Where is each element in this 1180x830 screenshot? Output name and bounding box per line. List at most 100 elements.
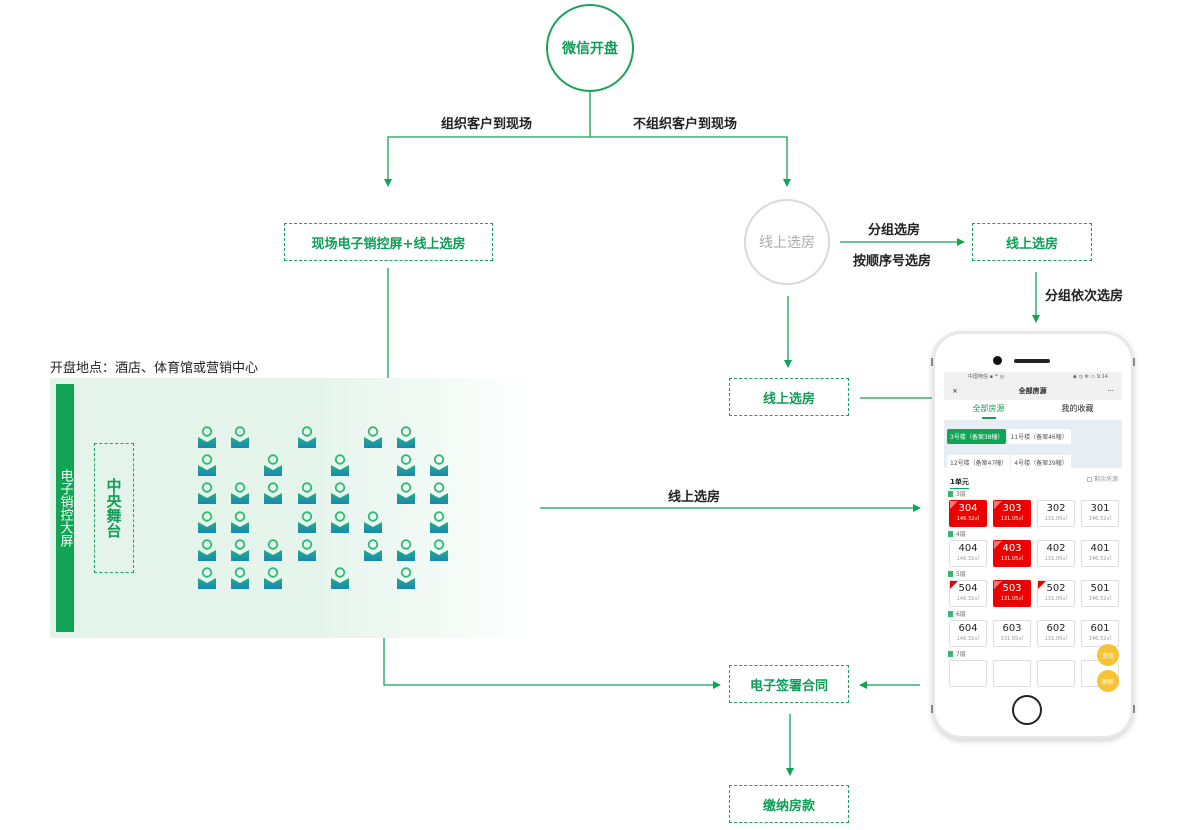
room-area: 131.05㎡ <box>1044 516 1068 522</box>
room-cell[interactable] <box>993 660 1031 687</box>
group-seq-label: 分组依次选房 <box>1045 289 1124 304</box>
phone-camera-icon <box>993 356 1002 365</box>
status-left: 中国电信 ▪ ᵃˡˡ ◎ <box>968 374 1005 380</box>
room-number: 501 <box>1090 583 1110 594</box>
attendee-icon <box>298 539 316 561</box>
tab-bar: 全部房源 我的收藏 <box>944 400 1122 420</box>
floor-label: 6层 <box>944 610 1122 619</box>
tag-corner-icon <box>950 581 958 589</box>
tab-my-favorites[interactable]: 我的收藏 <box>1061 404 1094 413</box>
e-contract-label: 电子签署合同 <box>749 678 828 694</box>
room-area: 131.05㎡ <box>1000 596 1024 602</box>
app-title: 全部房源 <box>1018 386 1047 395</box>
attendee-icon <box>198 482 216 504</box>
room-cell[interactable] <box>949 660 987 687</box>
attendee-icon <box>231 482 249 504</box>
room-area: 131.05㎡ <box>1044 636 1068 642</box>
room-number: 301 <box>1090 503 1110 514</box>
room-cell[interactable] <box>1037 660 1075 687</box>
room-number: 603 <box>1002 623 1022 634</box>
attendee-icon <box>198 539 216 561</box>
floor-label: 5层 <box>944 570 1122 579</box>
building-chip[interactable]: 12号楼（备案47幢） <box>947 455 1011 470</box>
building-icon <box>948 651 953 657</box>
online-box-right-label: 线上选房 <box>1005 236 1058 252</box>
tab-all-listings[interactable]: 全部房源 <box>972 404 1005 413</box>
control-screen-bar: 电子销控大屏 <box>56 384 74 632</box>
attendee-icon <box>430 454 448 476</box>
refresh-fab-button[interactable]: 刷新 <box>1097 670 1119 692</box>
status-right: ◉ ◷ ✻ ▭ 9:14 <box>1072 373 1108 380</box>
attendee-icon <box>231 567 249 589</box>
attendee-icon <box>298 511 316 533</box>
floor-label-text: 6层 <box>956 611 966 618</box>
room-area: 146.32㎡ <box>956 516 980 522</box>
attendee-icon <box>231 426 249 448</box>
floor-label: 4层 <box>944 530 1122 539</box>
phone-side-button-right-bottom <box>1133 705 1135 713</box>
room-area: 146.32㎡ <box>1088 636 1112 642</box>
phone-side-button-left-bottom <box>931 705 933 713</box>
phone-side-button-right <box>1133 358 1135 366</box>
order-selection-label: 按顺序号选房 <box>853 254 932 269</box>
building-chip[interactable]: 3号楼（备案38幢） <box>947 429 1007 444</box>
app-title-bar: × 全部房源 ··· <box>944 381 1122 400</box>
attendee-icon <box>298 482 316 504</box>
tag-corner-icon <box>1038 581 1046 589</box>
venue-area <box>50 378 540 638</box>
status-bar: 中国电信 ▪ ᵃˡˡ ◎ ◉ ◷ ✻ ▭ 9:14 <box>944 372 1122 381</box>
floor-label: 3层 <box>944 490 1122 499</box>
online-selection-circle: 线上选房 <box>744 199 830 285</box>
room-area: 146.32㎡ <box>1088 556 1112 562</box>
remaining-label: 剩余房源 <box>1093 476 1118 483</box>
search-fab-button[interactable]: 查找 <box>1097 644 1119 666</box>
phone-side-button-left <box>931 358 933 366</box>
start-node-wechat-opening: 微信开盘 <box>546 4 634 92</box>
room-number: 402 <box>1046 543 1066 554</box>
attendee-icon <box>430 511 448 533</box>
attendee-icon <box>397 454 415 476</box>
floor-label-text: 5层 <box>956 571 966 578</box>
venue-caption: 开盘地点：酒店、体育馆或营销中心 <box>50 361 259 376</box>
attendee-icon <box>430 482 448 504</box>
attendee-icon <box>397 482 415 504</box>
remaining-filter[interactable]: 剩余房源 <box>1086 474 1118 483</box>
room-cell[interactable]: 602 131.05㎡ <box>1037 620 1075 647</box>
attendee-icon <box>331 511 349 533</box>
attendee-icon <box>331 482 349 504</box>
room-number: 604 <box>958 623 978 634</box>
attendee-icon <box>397 567 415 589</box>
unit-tab[interactable]: 1单元 <box>950 477 969 489</box>
active-tab-indicator <box>982 417 996 419</box>
room-number: 602 <box>1046 623 1066 634</box>
building-chip[interactable]: 4号楼（备案39幢） <box>1011 455 1071 470</box>
checkbox-icon[interactable] <box>1086 477 1092 482</box>
online-box-left: 线上选房 <box>729 378 849 416</box>
tag-corner-icon <box>994 501 1002 509</box>
close-icon[interactable]: × <box>952 386 958 395</box>
attendee-icon <box>264 567 282 589</box>
more-icon[interactable]: ··· <box>1107 386 1114 395</box>
group-selection-label: 分组选房 <box>868 223 921 238</box>
floor-label-text: 4层 <box>956 531 966 538</box>
building-icon <box>948 571 953 577</box>
building-chip[interactable]: 11号楼（备案46幢） <box>1007 429 1071 444</box>
